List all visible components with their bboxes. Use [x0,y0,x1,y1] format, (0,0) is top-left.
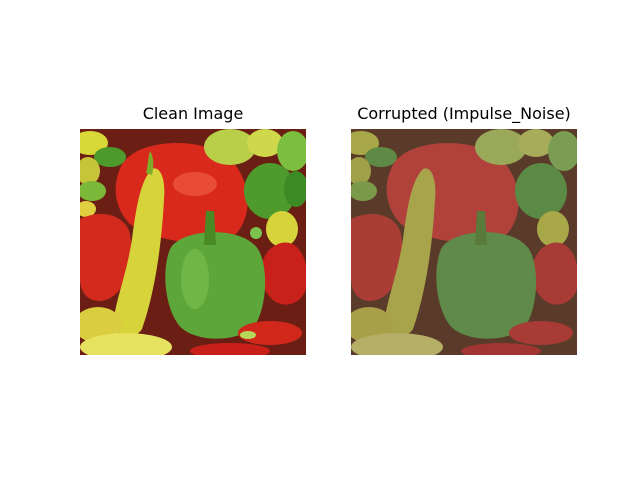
corrupted-image-title: Corrupted (Impulse_Noise) [357,104,571,123]
corrupted-image [351,129,577,355]
corrupted-peppers-photo [351,129,577,355]
clean-image-title: Clean Image [142,104,244,123]
clean-image [80,129,306,355]
clean-peppers-photo [80,129,306,355]
